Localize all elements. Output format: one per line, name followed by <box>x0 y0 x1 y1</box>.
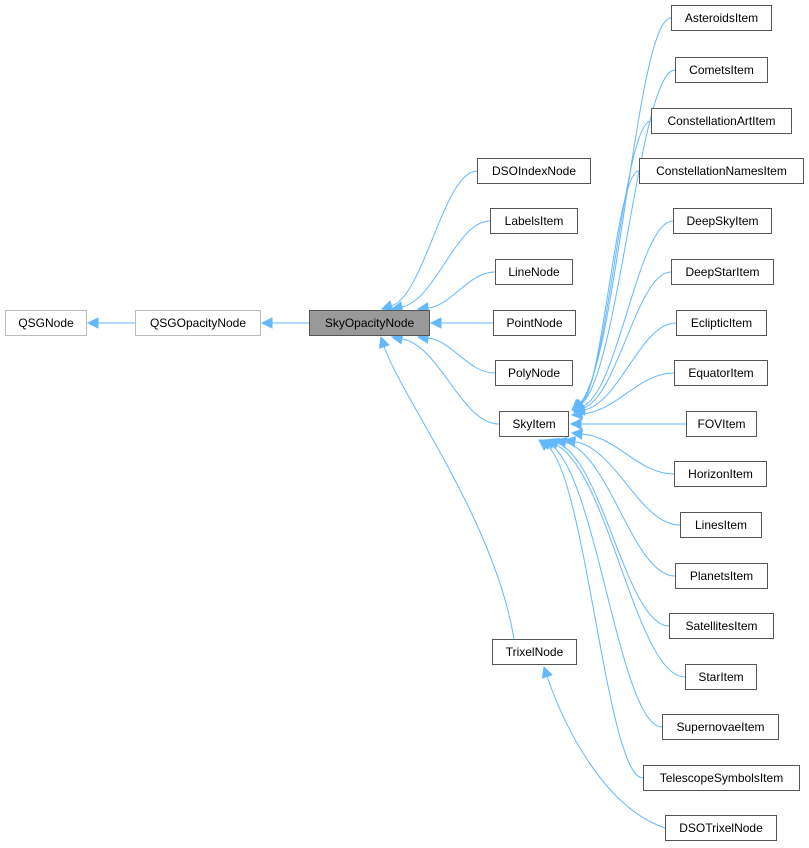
inheritance-edge <box>427 271 496 309</box>
arrowhead-icon <box>570 408 583 420</box>
class-node-dsotrixel-node[interactable]: DSOTrixelNode <box>665 815 777 841</box>
class-node-labels-item[interactable]: LabelsItem <box>490 208 578 234</box>
inheritance-edge <box>580 69 676 405</box>
inheritance-edge <box>401 338 500 425</box>
class-node-comets-item[interactable]: CometsItem <box>675 57 768 83</box>
class-node-dsoindex-node[interactable]: DSOIndexNode <box>477 158 591 184</box>
arrowhead-icon <box>569 418 582 430</box>
inheritance-edge <box>583 220 674 407</box>
inheritance-edge <box>383 346 515 640</box>
inheritance-edge <box>546 445 644 779</box>
class-node-horizon-item[interactable]: HorizonItem <box>674 461 767 487</box>
inheritance-edge <box>401 220 491 308</box>
class-node-fovitem[interactable]: FOVItem <box>686 411 757 437</box>
class-node-asteroids-item[interactable]: AsteroidsItem <box>671 5 772 31</box>
inheritance-edge <box>583 271 672 409</box>
inheritance-edge <box>581 170 640 405</box>
class-node-qsgnode[interactable]: QSGNode <box>5 310 87 336</box>
class-node-satellites-item[interactable]: SatellitesItem <box>669 613 774 639</box>
arrowhead-icon <box>380 300 394 312</box>
inheritance-edge <box>583 322 677 411</box>
arrowhead-icon <box>541 665 553 679</box>
arrowhead-icon <box>86 317 99 329</box>
class-node-poly-node[interactable]: PolyNode <box>495 360 573 386</box>
class-node-supernovae-item[interactable]: SupernovaeItem <box>662 714 779 740</box>
inheritance-edge <box>557 442 670 627</box>
class-node-ecliptic-item[interactable]: EclipticItem <box>676 310 767 336</box>
arrowhead-icon <box>378 335 390 349</box>
class-node-sky-item[interactable]: SkyItem <box>499 411 569 437</box>
class-node-line-node[interactable]: LineNode <box>495 259 573 285</box>
arrowhead-icon <box>260 317 273 329</box>
class-node-sky-opacity-node: SkyOpacityNode <box>309 310 430 336</box>
class-node-trixel-node[interactable]: TrixelNode <box>492 639 577 665</box>
class-node-deep-star-item[interactable]: DeepStarItem <box>671 259 774 285</box>
arrowhead-icon <box>429 317 442 329</box>
inheritance-edge <box>579 17 672 404</box>
arrowhead-icon <box>570 428 583 440</box>
class-node-qsgopacity-node[interactable]: QSGOpacityNode <box>135 310 261 336</box>
class-node-constellation-names-item[interactable]: ConstellationNamesItem <box>639 158 804 184</box>
inheritance-edge <box>546 676 666 829</box>
inheritance-edge <box>553 443 686 678</box>
class-node-point-node[interactable]: PointNode <box>493 310 576 336</box>
inheritance-edge <box>581 433 675 475</box>
class-node-constellation-art-item[interactable]: ConstellationArtItem <box>651 108 792 134</box>
class-node-star-item[interactable]: StarItem <box>685 664 757 690</box>
inheritance-edge <box>427 337 496 374</box>
class-node-lines-item[interactable]: LinesItem <box>680 512 762 538</box>
class-node-planets-item[interactable]: PlanetsItem <box>675 563 768 589</box>
inheritance-edge <box>574 441 681 526</box>
inheritance-edge <box>565 441 676 577</box>
inheritance-edge <box>549 444 663 728</box>
inheritance-edge <box>581 372 675 415</box>
class-node-telescope-symbols-item[interactable]: TelescopeSymbolsItem <box>643 765 800 791</box>
class-node-deep-sky-item[interactable]: DeepSkyItem <box>673 208 772 234</box>
class-node-equator-item[interactable]: EquatorItem <box>674 360 768 386</box>
arrowhead-icon <box>538 439 551 451</box>
inheritance-edge <box>391 170 478 307</box>
